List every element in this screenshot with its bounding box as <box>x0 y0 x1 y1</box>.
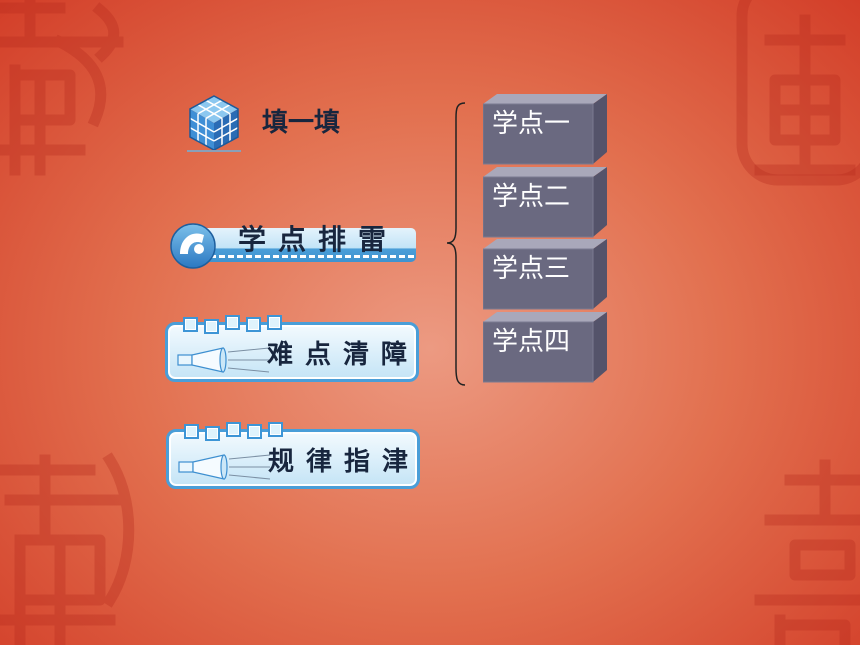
menu-item-label: 难点清障 <box>267 340 420 370</box>
icon-underline <box>187 150 241 152</box>
point-button-2[interactable]: 学点二 <box>483 165 608 240</box>
menu-item-label: 填一填 <box>262 108 341 138</box>
menu-item-label: 学点排雷 <box>238 223 399 256</box>
point-label: 学点四 <box>492 327 571 357</box>
megaphone-icon <box>178 454 271 480</box>
seal-watermark-bottom-right <box>754 459 860 645</box>
seal-watermark-top-right <box>736 0 860 186</box>
point-button-3[interactable]: 学点三 <box>483 237 608 312</box>
curly-brace <box>446 102 466 386</box>
menu-item-fill-in[interactable]: 填一填 <box>183 92 348 154</box>
point-label: 学点一 <box>492 109 571 139</box>
point-button-4[interactable]: 学点四 <box>483 310 608 385</box>
seal-watermark-top-left <box>0 0 124 176</box>
menu-item-points[interactable]: 学点排雷 <box>168 216 420 272</box>
menu-item-difficulties[interactable]: 难点清障 <box>165 314 421 384</box>
point-label: 学点二 <box>492 182 571 212</box>
block-shape <box>483 312 607 383</box>
seal-watermark-bottom-left <box>0 452 135 645</box>
menu-item-label: 规律指津 <box>268 447 421 477</box>
megaphone-icon <box>177 347 270 373</box>
round-badge-icon <box>170 223 216 269</box>
menu-item-rules[interactable]: 规律指津 <box>166 421 422 491</box>
point-label: 学点三 <box>492 254 571 284</box>
block-shape <box>483 239 607 310</box>
block-shape <box>483 167 607 238</box>
point-button-1[interactable]: 学点一 <box>483 92 608 167</box>
block-shape <box>483 94 607 165</box>
squares-decoration <box>183 314 287 334</box>
squares-decoration <box>184 421 288 441</box>
banner-dash-line <box>210 255 414 258</box>
cube-icon <box>189 95 239 151</box>
